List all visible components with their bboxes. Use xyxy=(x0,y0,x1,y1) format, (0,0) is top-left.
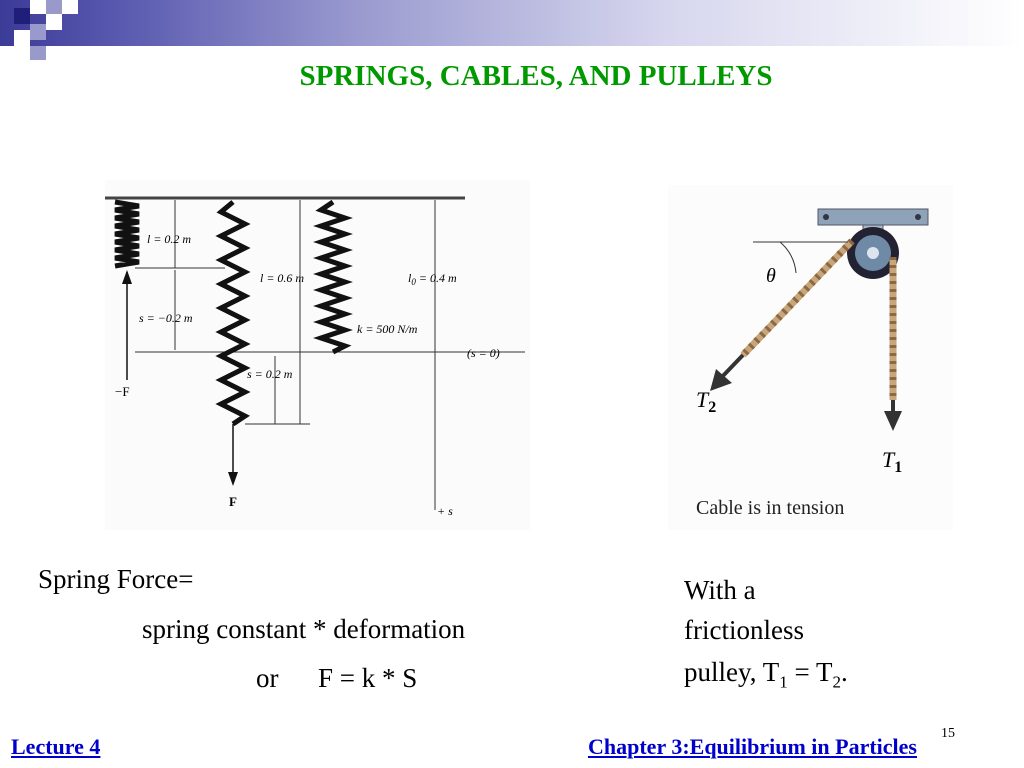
label-l2: l = 0.6 m xyxy=(260,271,304,285)
spring-force-equation: F = k * S xyxy=(318,663,418,693)
decorative-square xyxy=(46,0,62,14)
decorative-square xyxy=(30,46,46,60)
pulley-mount xyxy=(817,208,929,226)
label-k: k = 500 N/m xyxy=(357,322,418,336)
pulley-figure: θ T2 T1 Cable is in tension xyxy=(668,185,953,530)
spring-natural xyxy=(313,199,353,355)
pulley-text-line2: frictionless xyxy=(684,615,804,645)
spring-figure: −F l = 0.2 m s = −0.2 m F l = 0.6 m s = … xyxy=(105,180,530,530)
footer-chapter-link[interactable]: Chapter 3:Equilibrium in Particles xyxy=(588,734,917,759)
spring-compressed xyxy=(114,199,140,269)
decorative-square xyxy=(14,8,30,24)
label-plus-s: + s xyxy=(437,504,453,518)
label-s2: s = 0.2 m xyxy=(247,367,293,381)
page-number: 15 xyxy=(941,726,955,741)
spring-stretched xyxy=(215,200,251,427)
label-l1: l = 0.2 m xyxy=(147,232,191,246)
pulley-text-line3: pulley, T1 = T2. xyxy=(684,657,848,692)
decorative-square xyxy=(14,30,30,46)
t1-arrow xyxy=(884,411,902,431)
spring-force-line2: spring constant * deformation xyxy=(142,614,466,644)
pulley-caption: Cable is in tension xyxy=(696,497,844,519)
header-band xyxy=(0,0,1024,46)
spring-force-line1: Spring Force= xyxy=(38,564,194,594)
footer-lecture-link[interactable]: Lecture 4 xyxy=(11,734,101,759)
decorative-square xyxy=(30,0,46,14)
label-l0: l0 = 0.4 m xyxy=(408,271,457,287)
decorative-square xyxy=(46,14,62,30)
slide-title: SPRINGS, CABLES, AND PULLEYS xyxy=(299,60,773,92)
label-neg-f: −F xyxy=(115,384,130,399)
spring-force-or: or xyxy=(256,663,279,693)
label-f: F xyxy=(229,494,237,509)
label-theta: θ xyxy=(766,265,776,287)
label-s1: s = −0.2 m xyxy=(139,311,193,325)
t2-arrow xyxy=(710,369,732,391)
decorative-square xyxy=(62,0,78,14)
label-t1: T1 xyxy=(882,447,902,476)
label-s0: (s = 0) xyxy=(467,346,500,360)
label-t2: T2 xyxy=(696,387,716,416)
decorative-square xyxy=(30,24,46,40)
pulley-text-line1: With a xyxy=(684,575,756,605)
